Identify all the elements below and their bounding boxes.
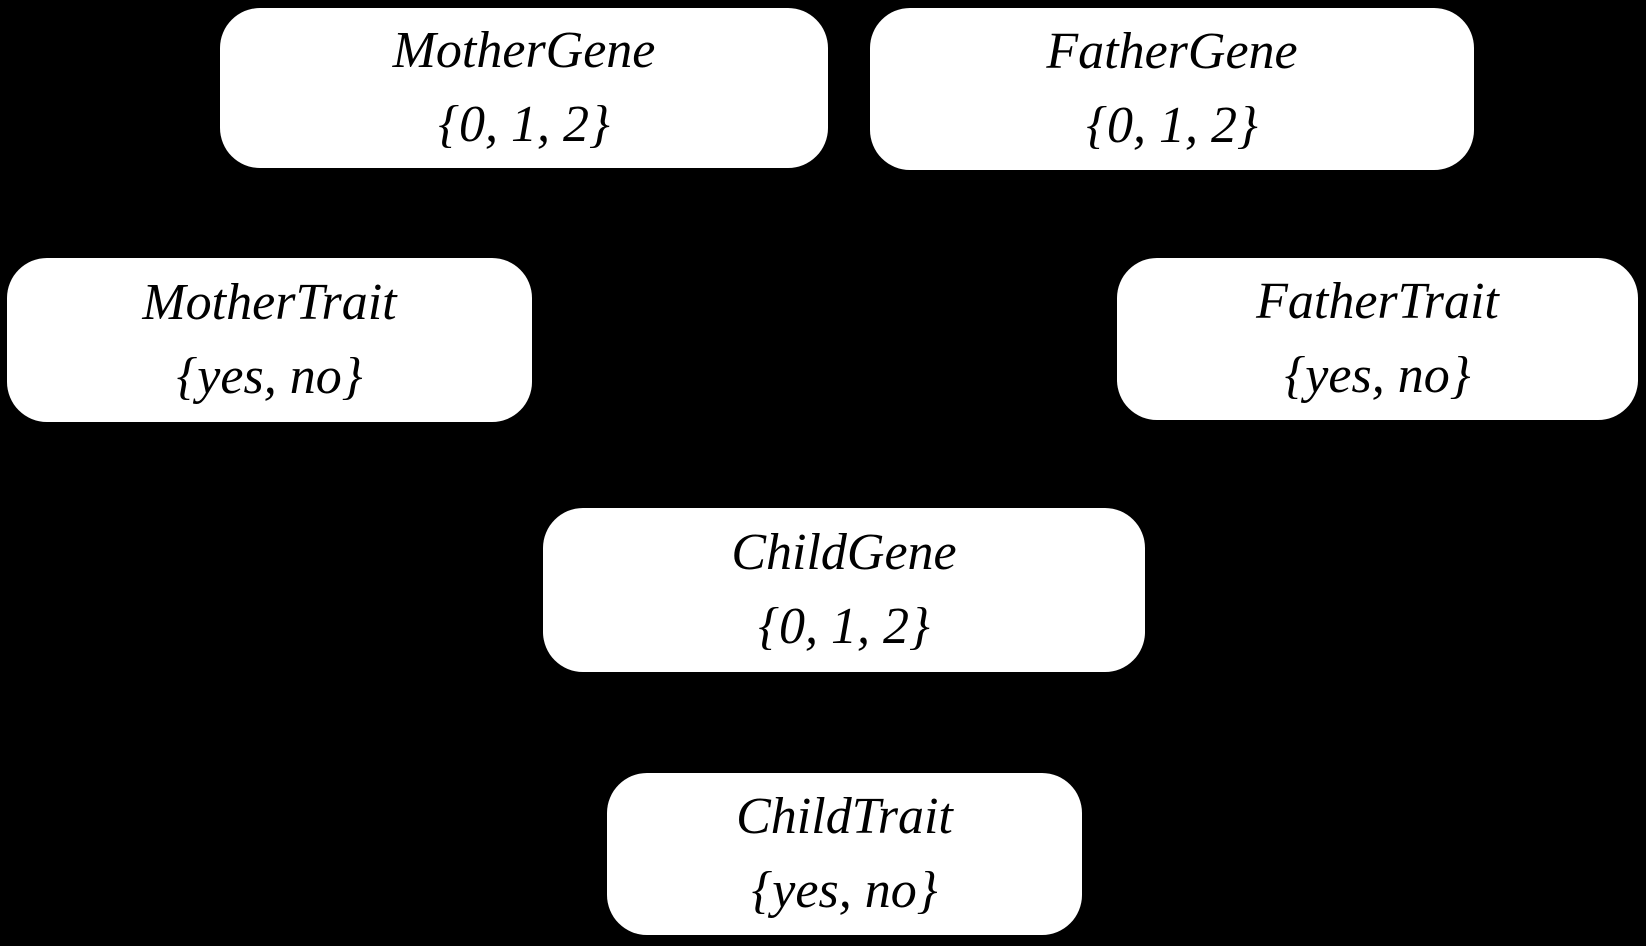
node-child-trait: ChildTrait {yes, no} [607, 773, 1082, 935]
node-mother-gene-label: MotherGene [392, 22, 656, 80]
node-mother-trait: MotherTrait {yes, no} [7, 258, 532, 422]
node-father-trait: FatherTrait {yes, no} [1117, 258, 1638, 420]
node-father-gene: FatherGene {0, 1, 2} [870, 8, 1474, 170]
node-mother-gene: MotherGene {0, 1, 2} [220, 8, 828, 168]
node-father-trait-label: FatherTrait [1256, 273, 1499, 331]
node-mother-trait-label: MotherTrait [142, 274, 397, 332]
node-child-gene-values: {0, 1, 2} [758, 598, 930, 655]
node-mother-gene-values: {0, 1, 2} [438, 96, 610, 153]
node-child-gene-label: ChildGene [731, 524, 957, 582]
node-father-trait-values: {yes, no} [1284, 347, 1471, 404]
node-child-trait-label: ChildTrait [736, 788, 953, 846]
node-father-gene-label: FatherGene [1046, 23, 1298, 81]
node-father-gene-values: {0, 1, 2} [1086, 97, 1258, 154]
node-child-gene: ChildGene {0, 1, 2} [543, 508, 1145, 672]
node-mother-trait-values: {yes, no} [176, 348, 363, 405]
node-child-trait-values: {yes, no} [751, 862, 938, 919]
